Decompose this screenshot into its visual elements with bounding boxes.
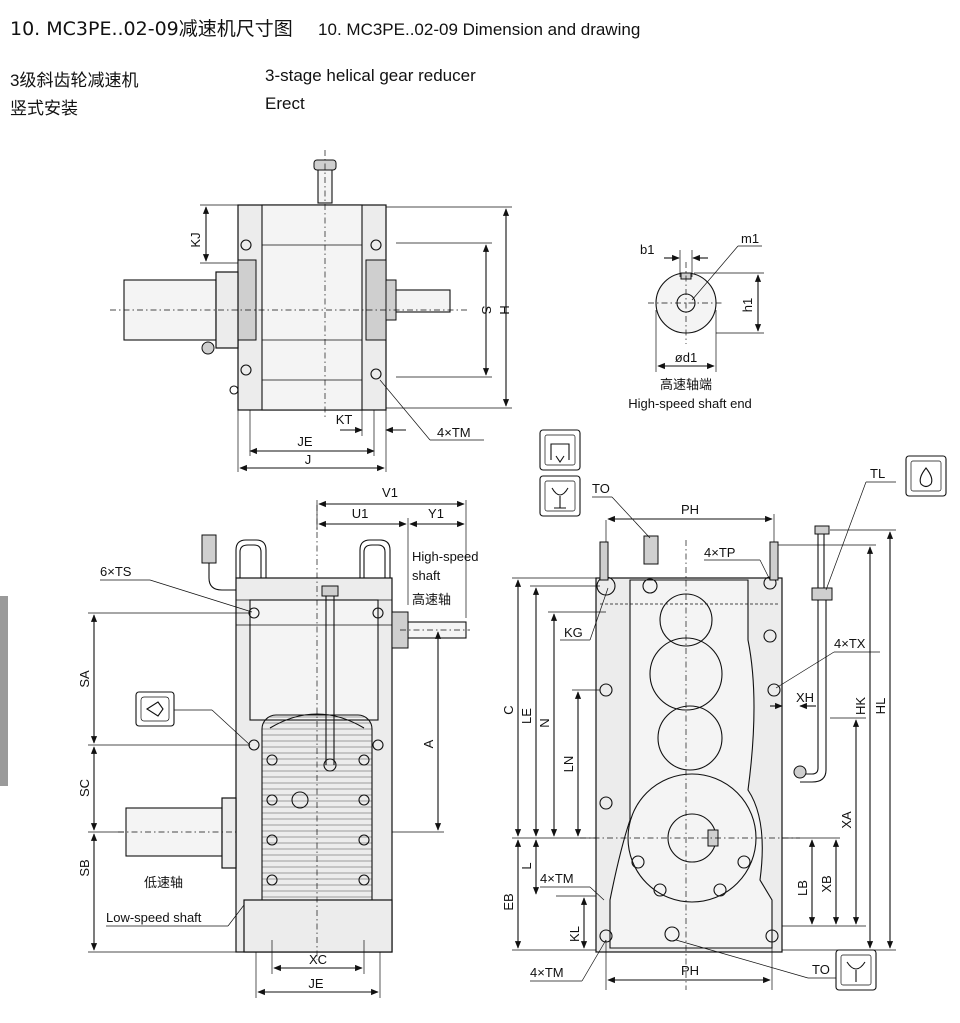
side-dim-hk: HK bbox=[853, 697, 868, 715]
label-h1: h1 bbox=[740, 298, 755, 312]
vent-symbol bbox=[539, 429, 581, 471]
dim-a: A bbox=[421, 739, 436, 748]
side-dim-hl: HL bbox=[873, 698, 888, 715]
top-high-speed-shaft bbox=[389, 289, 451, 313]
side-view: TO PH 4×TP TL 4×TX C LE N LN KG bbox=[501, 429, 947, 991]
dim-xc: XC bbox=[309, 952, 327, 967]
side-dim-ph-top: PH bbox=[681, 502, 699, 517]
dim-v1: V1 bbox=[382, 485, 398, 500]
shaft-end-view: b1 m1 h1 ød1 高速轴端 High-speed shaft end bbox=[628, 231, 764, 411]
spec-type-en: 3-stage helical gear reducer bbox=[265, 66, 476, 85]
dim-s: S bbox=[479, 306, 494, 315]
label-d1: ød1 bbox=[675, 350, 697, 365]
dim-kj: KJ bbox=[188, 232, 203, 247]
lifting-lug-left bbox=[235, 539, 267, 578]
hs-label-en-1: High-speed bbox=[412, 549, 479, 564]
side-dim-xh: XH bbox=[796, 690, 814, 705]
side-dim-ph-bottom: PH bbox=[681, 963, 699, 978]
dim-sb: SB bbox=[77, 859, 92, 876]
ls-label-en: Low-speed shaft bbox=[106, 910, 202, 925]
page-title: 10. MC3PE..02-09减速机尺寸图 10. MC3PE..02-09 … bbox=[10, 14, 640, 41]
side-label-to-top: TO bbox=[592, 481, 610, 496]
side-gear-case bbox=[609, 579, 773, 949]
spec-mount-en: Erect bbox=[265, 94, 305, 113]
dim-tm-top: 4×TM bbox=[437, 425, 471, 440]
dim-h: H bbox=[497, 305, 512, 314]
lifting-lug-right bbox=[359, 539, 391, 578]
side-dim-le: LE bbox=[519, 708, 534, 724]
title-en: 10. MC3PE..02-09 Dimension and drawing bbox=[318, 20, 641, 39]
ls-label-zh: 低速轴 bbox=[144, 875, 183, 890]
side-label-tm1: 4×TM bbox=[540, 871, 574, 886]
oil-drain-symbol-top bbox=[905, 455, 947, 497]
dim-u1: U1 bbox=[352, 506, 369, 521]
dim-je-front: JE bbox=[308, 976, 324, 991]
top-input-shaft bbox=[317, 164, 333, 204]
shaft-end-caption-zh: 高速轴端 bbox=[660, 377, 712, 392]
shaft-end-caption-en: High-speed shaft end bbox=[628, 396, 752, 411]
side-dim-xa: XA bbox=[839, 811, 854, 829]
title-zh: 10. MC3PE..02-09减速机尺寸图 bbox=[10, 18, 293, 40]
spec-mount-zh: 竖式安装 bbox=[10, 99, 78, 118]
oil-level-symbol bbox=[135, 691, 175, 727]
dim-je-top: JE bbox=[297, 434, 313, 449]
top-view: KJ S H JE J KT 4×TM bbox=[110, 150, 512, 472]
hs-label-en-2: shaft bbox=[412, 568, 441, 583]
side-label-tl: TL bbox=[870, 466, 885, 481]
side-dim-kl: KL bbox=[567, 926, 582, 942]
side-dim-l: L bbox=[519, 862, 534, 869]
dim-y1: Y1 bbox=[428, 506, 444, 521]
label-b1: b1 bbox=[640, 242, 654, 257]
label-m1: m1 bbox=[741, 231, 759, 246]
side-label-tx: 4×TX bbox=[834, 636, 866, 651]
side-dim-eb: EB bbox=[501, 893, 516, 910]
side-dim-xb: XB bbox=[819, 875, 834, 892]
side-label-tm2: 4×TM bbox=[530, 965, 564, 980]
side-dim-lb: LB bbox=[795, 880, 810, 896]
side-dim-kg: KG bbox=[564, 625, 583, 640]
spec-mount-row: 竖式安装 Erect bbox=[10, 94, 305, 119]
dim-sc: SC bbox=[77, 779, 92, 797]
gear-3 bbox=[657, 705, 723, 771]
page-side-tab bbox=[0, 596, 8, 786]
oil-fill-symbol bbox=[539, 475, 581, 517]
spec-type-row: 3级斜齿轮减速机 3-stage helical gear reducer bbox=[10, 66, 476, 91]
dim-j-top: J bbox=[305, 452, 312, 467]
dim-sa: SA bbox=[77, 670, 92, 688]
front-view: V1 U1 Y1 High-speed shaft 高速轴 6×TS SA SC… bbox=[77, 485, 479, 998]
side-label-tp: 4×TP bbox=[704, 545, 735, 560]
spec-type-zh: 3级斜齿轮减速机 bbox=[10, 71, 139, 90]
breather bbox=[201, 534, 217, 564]
side-label-to-bottom: TO bbox=[812, 962, 830, 977]
side-dim-c: C bbox=[501, 705, 516, 714]
side-dim-n: N bbox=[537, 718, 552, 727]
hs-label-zh: 高速轴 bbox=[412, 592, 451, 607]
dim-ts: 6×TS bbox=[100, 564, 132, 579]
dim-kt: KT bbox=[336, 412, 353, 427]
side-dim-ln: LN bbox=[561, 756, 576, 773]
